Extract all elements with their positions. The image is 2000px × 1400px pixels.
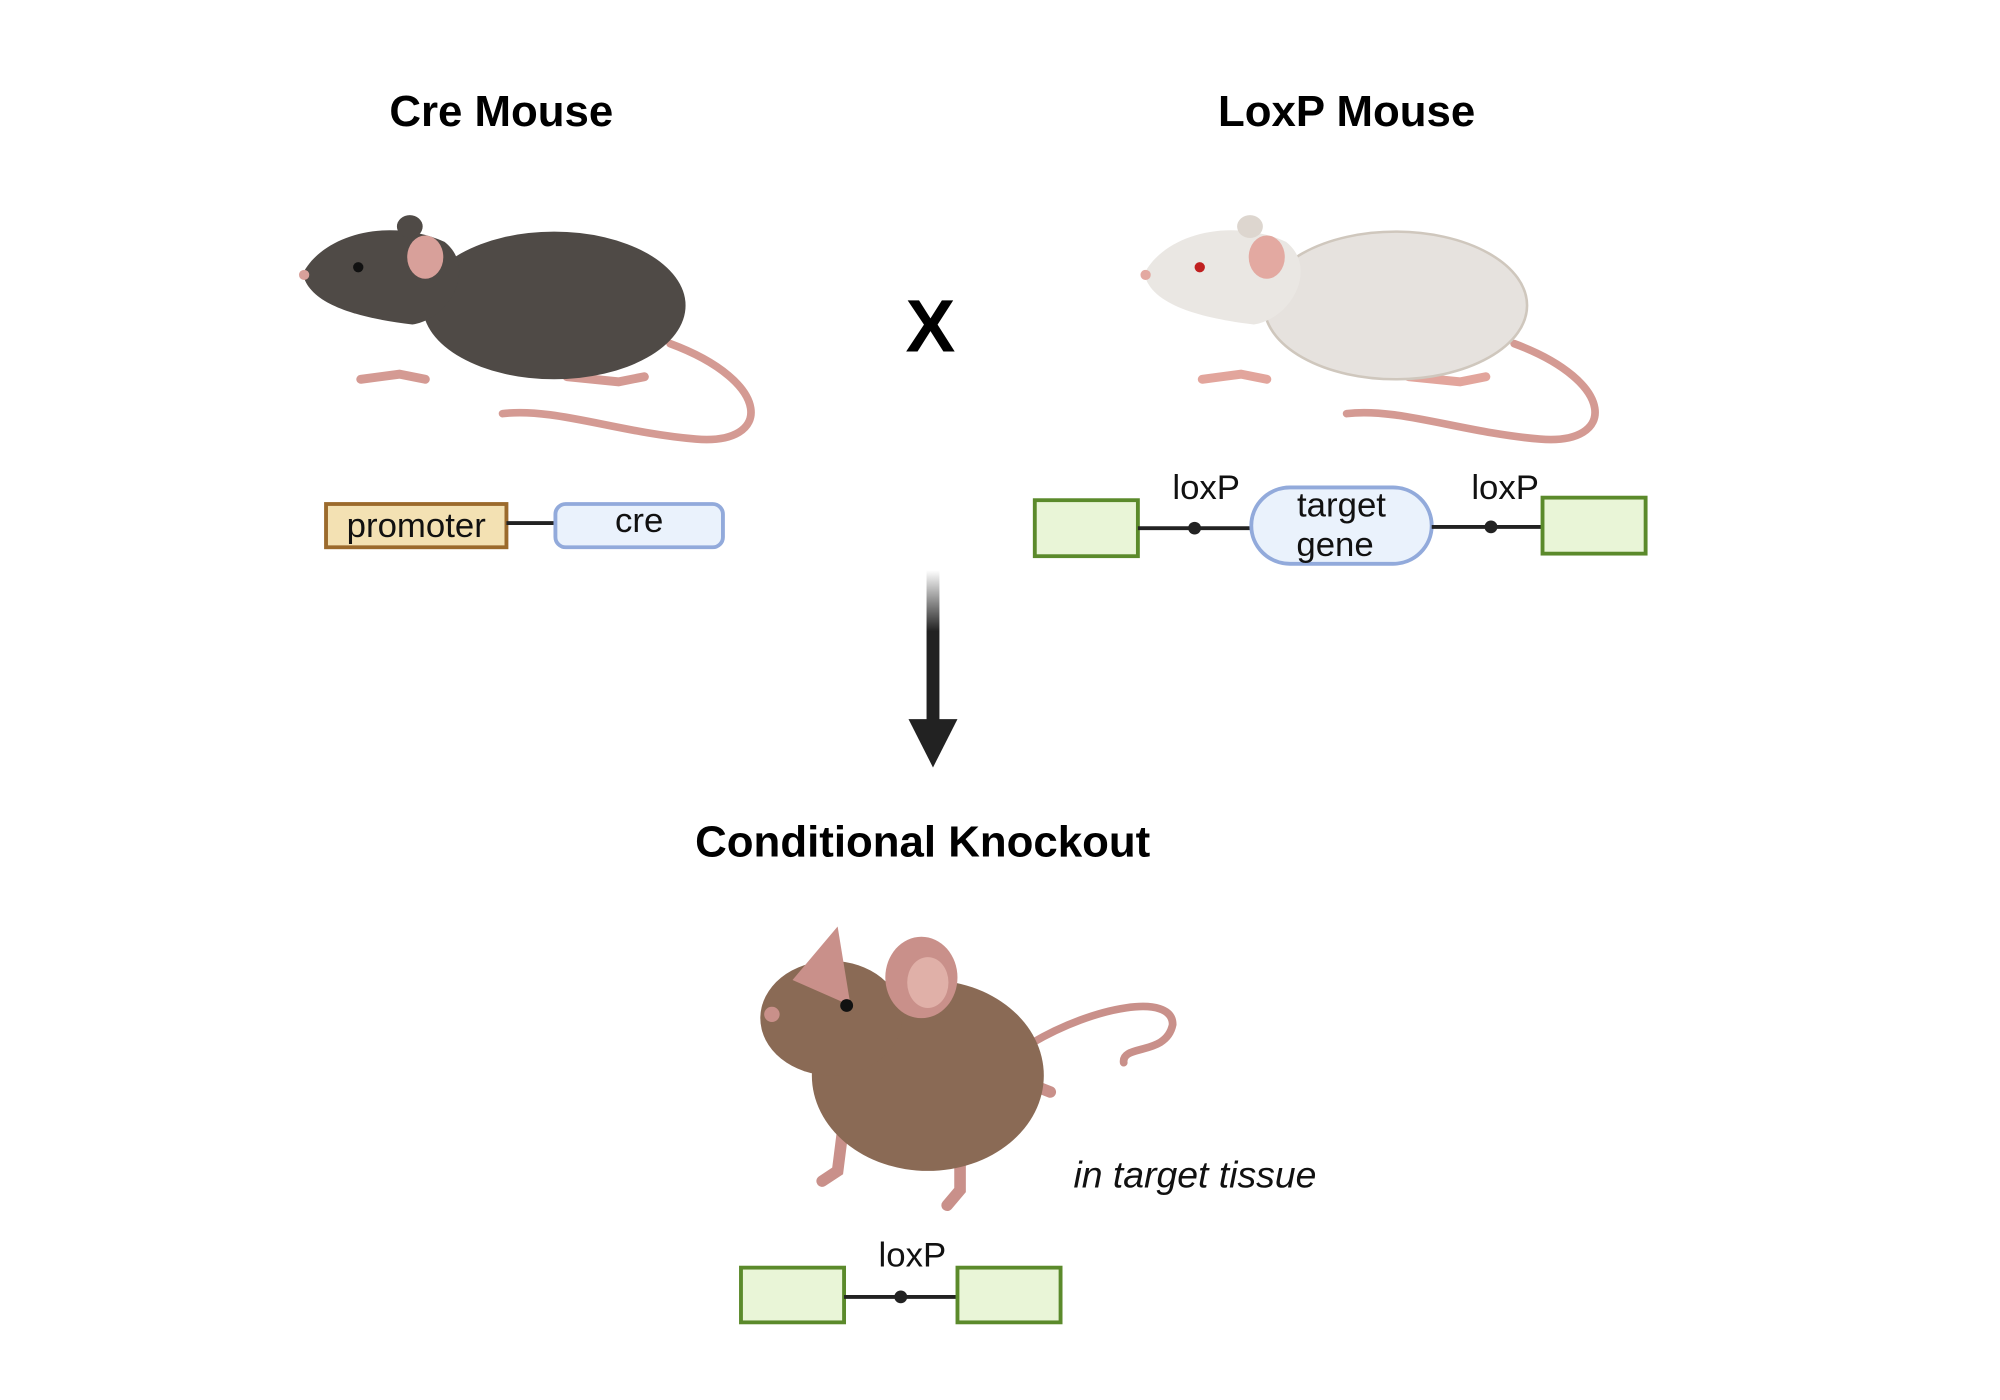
exon-box	[1540, 495, 1648, 556]
promoter-box	[324, 502, 509, 550]
loxp-label: loxP	[879, 1237, 947, 1275]
exon-box	[739, 1265, 847, 1325]
loxp-mouse-illustration	[1140, 215, 1599, 444]
conditional-knockout-title: Conditional Knockout	[695, 819, 1150, 867]
cross-symbol: X	[905, 285, 955, 367]
target-tissue-annotation: in target tissue	[1073, 1154, 1316, 1196]
promoter-label: promoter	[347, 507, 486, 545]
loxp-mouse-title: LoxP Mouse	[1218, 88, 1475, 136]
down-arrow-icon	[908, 570, 958, 768]
target-gene-line1: target	[1297, 487, 1386, 525]
cre-label: cre	[615, 502, 663, 540]
loxp-site-dot	[1484, 520, 1498, 534]
loxp-site-dot	[894, 1290, 908, 1304]
knockout-construct: loxP	[739, 1237, 1063, 1325]
cre-mouse-illustration	[298, 215, 755, 444]
cre-gene-box	[553, 502, 725, 550]
exon-box	[1032, 498, 1140, 559]
loxp-site-dot	[1188, 521, 1202, 535]
loxp-construct: loxP target gene loxP	[1032, 469, 1648, 566]
cre-mouse-title: Cre Mouse	[389, 88, 613, 136]
exon-box	[955, 1265, 1063, 1325]
target-gene-line2: gene	[1296, 526, 1373, 564]
cre-construct: promoter cre	[324, 502, 725, 550]
loxp-left-label: loxP	[1172, 469, 1240, 507]
loxp-right-label: loxP	[1471, 469, 1539, 507]
knockout-mouse-illustration	[760, 926, 1177, 1211]
